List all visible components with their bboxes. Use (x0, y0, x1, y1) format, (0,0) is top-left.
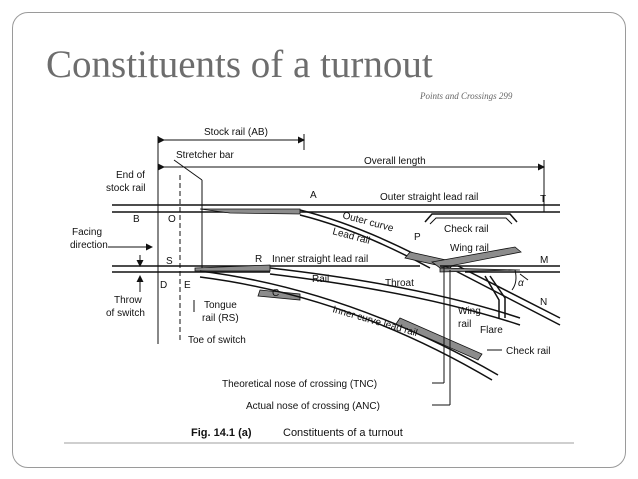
label-lead-rail: Lead rail (331, 226, 371, 247)
label-tongue: Tongue (204, 300, 237, 311)
curve-rail (269, 267, 521, 326)
label-outer-straight-lead-rail: Outer straight lead rail (380, 192, 478, 203)
label-toe-of-switch: Toe of switch (188, 335, 246, 346)
crossing-angle-arc (511, 269, 517, 291)
label-rail: Rail (312, 274, 329, 285)
label-T: T (540, 194, 546, 205)
label-check-rail-bottom: Check rail (506, 346, 550, 357)
label-overall-length: Overall length (364, 156, 426, 167)
crossing (440, 265, 561, 326)
label-N: N (540, 297, 547, 308)
label-rail-rs: rail (RS) (202, 313, 239, 324)
label-stretcher-bar: Stretcher bar (176, 150, 234, 161)
slide-title: Constituents of a turnout (46, 43, 433, 86)
label-facing: Facing (72, 227, 102, 238)
label-D: D (160, 280, 167, 291)
inner-curve-check-rail (395, 317, 483, 361)
label-O: O (168, 214, 176, 225)
label-P: P (414, 232, 421, 243)
inner-curve-lead-rail (199, 270, 499, 381)
label-stock-rail: stock rail (106, 183, 145, 194)
label-direction: direction (70, 240, 108, 251)
curve-rail-grey-segment (257, 289, 301, 301)
page-header-fragment: Points and Crossings 299 (420, 91, 513, 101)
tongue-rails (194, 208, 301, 272)
check-rail-top (424, 213, 518, 223)
label-B: B (133, 214, 140, 225)
label-inner-straight-lead-rail: Inner straight lead rail (272, 254, 368, 265)
label-C: C (272, 288, 279, 299)
label-tnc: Theoretical nose of crossing (TNC) (222, 379, 377, 390)
check-rail-top-inner (429, 217, 513, 225)
dimension-lines (108, 134, 545, 344)
label-E: E (184, 280, 191, 291)
label-of-switch: of switch (106, 308, 145, 319)
label-wing-rail-top: Wing rail (450, 243, 489, 254)
slide-frame (12, 12, 626, 468)
label-end-of: End of (116, 170, 145, 181)
label-throat: Throat (385, 278, 414, 289)
stretcher-bar (173, 159, 203, 270)
label-R: R (255, 254, 262, 265)
crossing-nose (439, 267, 521, 273)
label-anc: Actual nose of crossing (ANC) (246, 401, 380, 412)
label-S: S (166, 256, 173, 267)
label-M: M (540, 255, 548, 266)
figure-caption-number: Fig. 14.1 (a) (191, 427, 252, 439)
label-wing-rail-word: rail (458, 319, 471, 330)
straight-rails (112, 204, 560, 273)
label-A: A (310, 190, 317, 201)
label-flare: Flare (480, 325, 503, 336)
label-throw: Throw (114, 295, 143, 306)
toe-of-switch-lines (179, 175, 195, 340)
figure-caption-text: Constituents of a turnout (283, 427, 403, 439)
label-alpha: α (518, 278, 524, 289)
label-check-rail-top: Check rail (444, 224, 488, 235)
label-stock-rail-ab: Stock rail (AB) (204, 127, 268, 138)
wing-rail-top (431, 246, 522, 269)
label-wing: Wing (458, 306, 481, 317)
nose-leaders (432, 266, 529, 406)
